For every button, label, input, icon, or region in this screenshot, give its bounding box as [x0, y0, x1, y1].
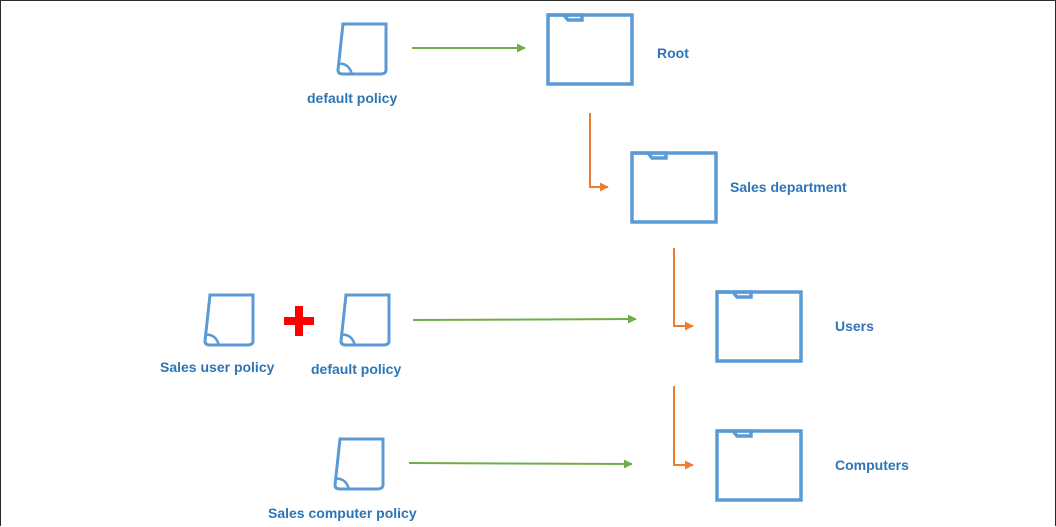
- default-policy-users-document-icon: [339, 293, 391, 347]
- sales-user-policy-document-icon: [203, 293, 255, 347]
- root-folder-icon: [546, 13, 634, 86]
- users-folder-icon: [715, 290, 803, 363]
- default-policy-top-label: default policy: [307, 90, 398, 106]
- default-policy-top-document-icon: [336, 22, 388, 76]
- computers-folder-icon: [715, 429, 803, 502]
- sales-department-label: Sales department: [730, 179, 847, 195]
- hierarchy-arrow-root-to-sales-department: [589, 113, 609, 192]
- assign-arrow-combined-to-users: [412, 314, 637, 324]
- assign-arrow-computer-policy-to-computers: [408, 459, 633, 469]
- users-label: Users: [835, 318, 874, 334]
- plus-icon: [284, 306, 314, 336]
- computers-label: Computers: [835, 457, 909, 473]
- sales-department-folder-icon: [630, 151, 718, 224]
- sales-user-policy-label: Sales user policy: [160, 359, 275, 375]
- sales-computer-policy-label: Sales computer policy: [268, 505, 417, 521]
- sales-computer-policy-document-icon: [333, 437, 385, 491]
- root-label: Root: [657, 45, 689, 61]
- hierarchy-arrow-sales-department-to-computers: [673, 386, 694, 470]
- default-policy-users-label: default policy: [311, 361, 402, 377]
- hierarchy-arrow-sales-department-to-users: [673, 248, 694, 331]
